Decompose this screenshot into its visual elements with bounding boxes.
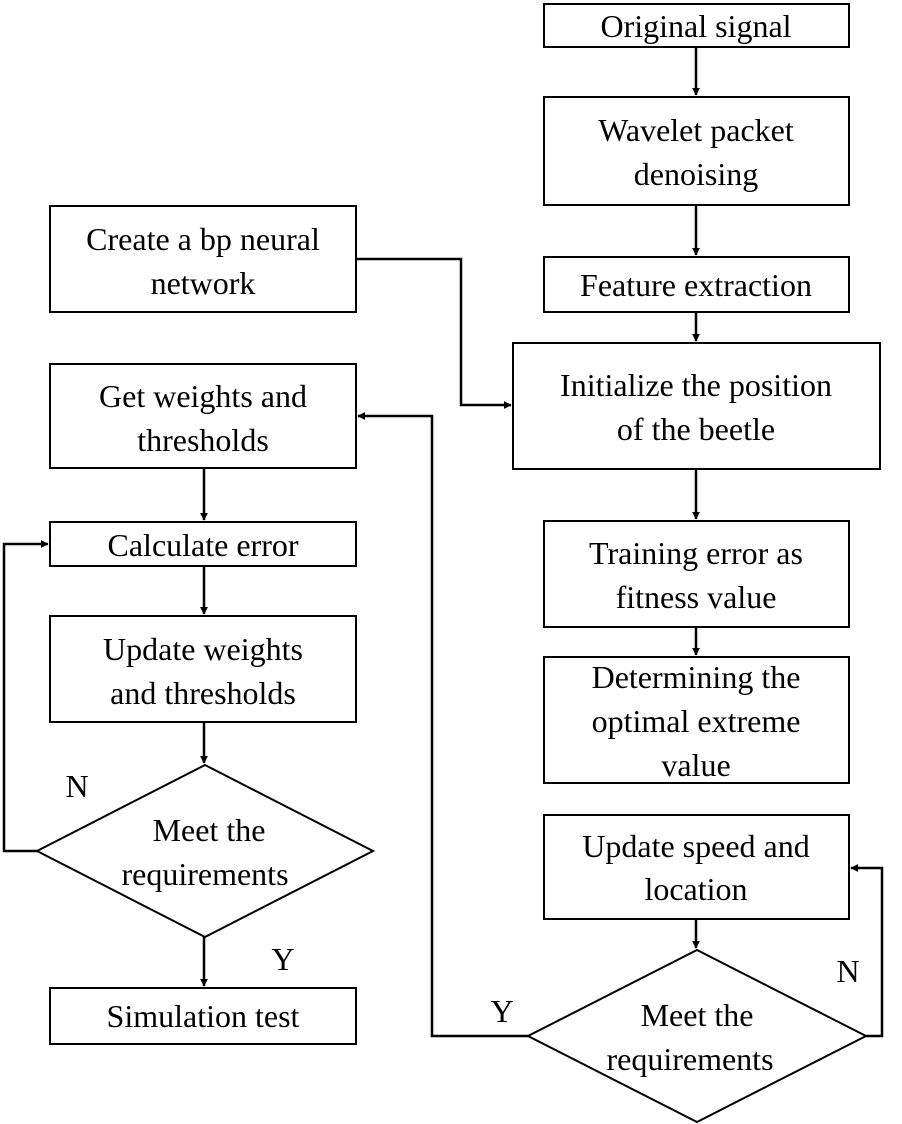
node-wavelet-denoising: Wavelet packet denoising — [543, 96, 850, 206]
node-update-speed: Update speed and location — [543, 814, 850, 920]
node-determining-optimal-line-2: optimal extreme — [592, 703, 801, 739]
node-create-bp: Create a bp neural network — [49, 205, 357, 313]
node-determining-optimal-line-3: value — [661, 747, 730, 783]
node-calculate-error: Calculate error — [49, 521, 357, 567]
decision-right-no-label: N — [836, 953, 859, 989]
node-determining-optimal-line-1: Determining the — [592, 659, 801, 695]
node-calculate-error-label: Calculate error — [108, 527, 299, 563]
decision-left-line-1: Meet the — [153, 812, 266, 848]
node-initialize-beetle-line-2: of the beetle — [617, 411, 775, 447]
node-original-signal: Original signal — [543, 3, 850, 48]
node-training-error-line-1: Training error as — [589, 535, 803, 571]
node-get-weights-line-2: thresholds — [137, 422, 269, 458]
node-feature-extraction-label: Feature extraction — [580, 267, 812, 303]
node-feature-extraction: Feature extraction — [543, 256, 850, 313]
node-initialize-beetle: Initialize the position of the beetle — [512, 342, 881, 470]
node-update-speed-line-1: Update speed and — [582, 828, 809, 864]
node-training-error: Training error as fitness value — [543, 520, 850, 628]
arrow-create-to-initialize — [356, 257, 512, 409]
decision-left: Meet the requirements — [34, 763, 376, 939]
node-update-weights-line-2: and thresholds — [110, 675, 296, 711]
decision-right-line-1: Meet the — [641, 997, 754, 1033]
decision-left-no-label: N — [65, 768, 88, 804]
node-update-weights: Update weights and thresholds — [49, 615, 357, 723]
arrow-decision-yes-to-weights — [357, 412, 528, 1038]
node-original-signal-label: Original signal — [600, 8, 791, 44]
arrow-decision-no-loop-left — [2, 540, 49, 853]
node-wavelet-denoising-line-2: denoising — [634, 156, 758, 192]
node-create-bp-line-1: Create a bp neural — [86, 221, 320, 257]
decision-right: Meet the requirements — [525, 948, 869, 1124]
node-determining-optimal: Determining the optimal extreme value — [543, 656, 850, 784]
decision-right-yes-label: Y — [490, 993, 513, 1029]
node-simulation-test: Simulation test — [49, 987, 357, 1045]
decision-right-line-2: requirements — [606, 1041, 773, 1077]
decision-left-line-2: requirements — [121, 856, 288, 892]
node-simulation-test-label: Simulation test — [107, 998, 300, 1034]
node-get-weights-line-1: Get weights and — [99, 378, 307, 414]
node-wavelet-denoising-line-1: Wavelet packet — [598, 112, 794, 148]
node-initialize-beetle-line-1: Initialize the position — [560, 367, 832, 403]
node-get-weights: Get weights and thresholds — [49, 363, 357, 469]
arrow-decision-no-loop — [850, 864, 884, 1038]
node-training-error-line-2: fitness value — [616, 579, 777, 615]
node-update-speed-line-2: location — [644, 871, 747, 907]
node-create-bp-line-2: network — [151, 265, 256, 301]
decision-left-yes-label: Y — [271, 941, 294, 977]
node-update-weights-line-1: Update weights — [103, 631, 303, 667]
